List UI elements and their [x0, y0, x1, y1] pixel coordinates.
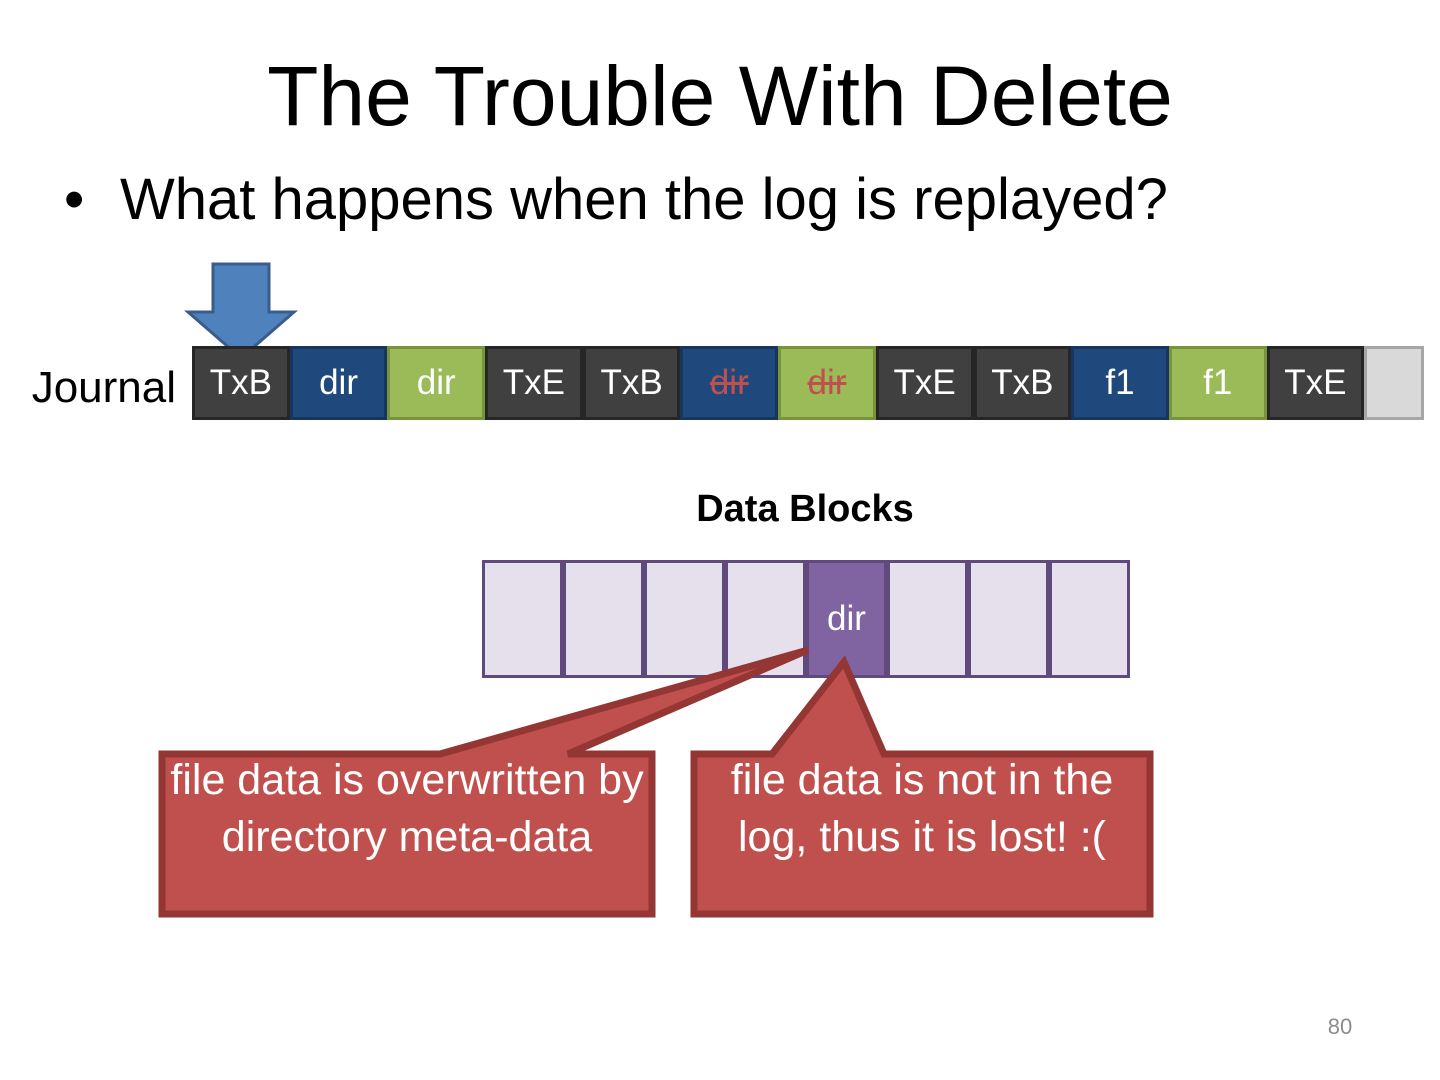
journal-block: dir — [289, 346, 388, 420]
journal-block: dir — [387, 346, 486, 420]
callout-left-shape — [158, 646, 810, 918]
callout-right-text: file data is not in the log, thus it is … — [730, 756, 1114, 861]
data-blocks-label: Data Blocks — [696, 488, 914, 530]
data-block — [644, 560, 725, 678]
journal-block-label: TxB — [991, 363, 1054, 402]
journal-block: dir — [680, 346, 779, 420]
bullet-glyph: • — [64, 167, 85, 232]
data-block — [968, 560, 1049, 678]
bullet-point: • What happens when the log is replayed? — [64, 166, 1168, 234]
data-block — [482, 560, 563, 678]
journal-block: f1 — [1071, 346, 1169, 420]
journal-block-label: TxE — [1284, 363, 1347, 402]
journal-block: TxB — [582, 346, 681, 420]
journal-block-label: f1 — [1105, 363, 1135, 402]
data-blocks-row: dir — [482, 560, 1130, 678]
journal-block-label: dir — [807, 363, 847, 402]
journal-row: TxB dir dir TxE TxB dir dir TxE TxB f1 f1 TxE — [192, 346, 1425, 420]
journal-block: dir — [778, 346, 876, 420]
journal-block-label: dir — [319, 363, 358, 402]
bullet-text: What happens when the log is replayed? — [120, 167, 1168, 232]
down-arrow-icon — [184, 262, 298, 360]
journal-block: f1 — [1168, 346, 1267, 420]
journal-block-label: TxE — [893, 363, 956, 402]
journal-block: TxB — [192, 346, 290, 420]
page-number: 80 — [1327, 1014, 1353, 1039]
data-block — [887, 560, 968, 678]
journal-label: Journal — [31, 363, 176, 412]
journal-block-label: f1 — [1203, 363, 1233, 402]
journal-block: TxE — [1266, 346, 1365, 420]
data-block — [1049, 560, 1130, 678]
journal-empty-block — [1364, 346, 1425, 420]
journal-block: TxE — [485, 346, 583, 420]
callout-right-shape — [690, 655, 1154, 918]
callout-left-text: file data is overwritten by directory me… — [170, 756, 644, 861]
journal-block-label: TxB — [209, 363, 272, 402]
journal-block: TxE — [875, 346, 974, 420]
data-block-label: dir — [827, 599, 866, 638]
journal-block-label: dir — [416, 363, 456, 402]
slide-title: The Trouble With Delete — [267, 49, 1173, 143]
journal-block-label: TxE — [502, 363, 566, 402]
journal-block-label: TxB — [600, 363, 663, 402]
journal-block-label: dir — [709, 363, 749, 402]
data-block-filled: dir — [806, 560, 887, 678]
data-block — [563, 560, 644, 678]
journal-block: TxB — [973, 346, 1072, 420]
